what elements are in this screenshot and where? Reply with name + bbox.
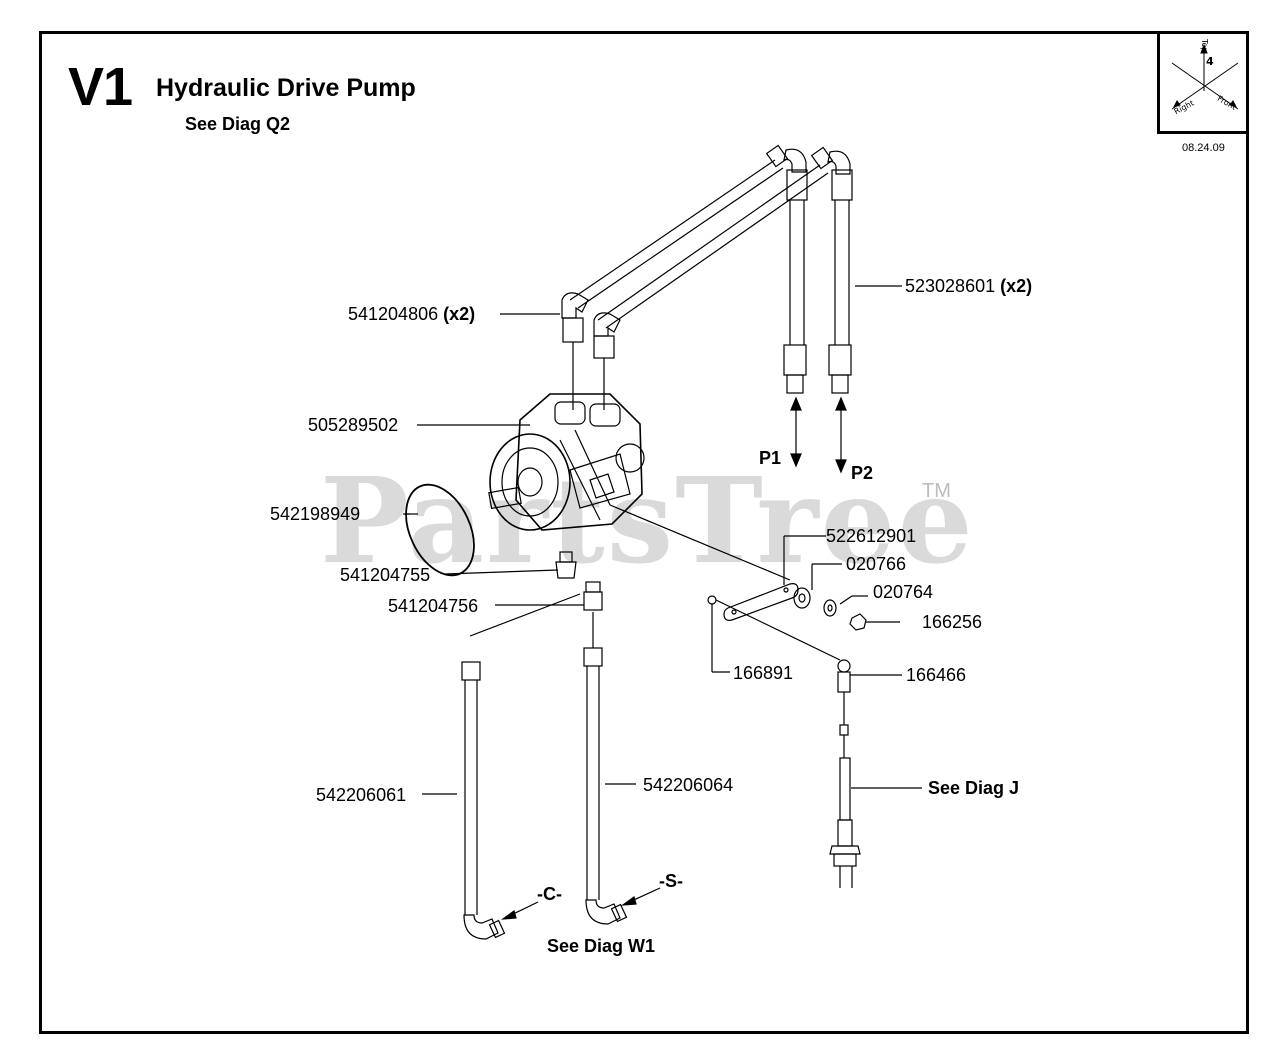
label-tube-s[interactable]: 542206064 bbox=[643, 775, 734, 795]
svg-text:4: 4 bbox=[1206, 55, 1214, 68]
pump-fitting-right bbox=[593, 312, 621, 410]
label-washer-a[interactable]: 020766 bbox=[846, 554, 907, 574]
label-bracket[interactable]: 522612901 bbox=[826, 526, 917, 546]
label-fitting-a[interactable]: 541204755 bbox=[340, 565, 431, 585]
label-ball-joint[interactable]: 166466 bbox=[906, 665, 967, 685]
pump-fitting-left bbox=[561, 292, 589, 410]
tube-s bbox=[583, 647, 628, 925]
control-cable bbox=[829, 692, 922, 888]
long-hose-right bbox=[597, 164, 829, 329]
label-nut[interactable]: 166256 bbox=[922, 612, 983, 632]
long-hose-left bbox=[569, 159, 784, 309]
label-fitting-top[interactable]: 541204806 (x2) bbox=[348, 304, 476, 324]
vertical-hose-p1 bbox=[783, 169, 808, 394]
label-washer-b[interactable]: 020764 bbox=[873, 582, 934, 602]
sheet-code: V1 bbox=[68, 57, 133, 117]
see-diag-j-link[interactable]: See Diag J bbox=[928, 778, 1020, 798]
p2-flow-arrow-icon bbox=[835, 396, 847, 474]
port-c-label: -C- bbox=[537, 884, 562, 904]
washer-small bbox=[823, 599, 837, 617]
label-hose-upper[interactable]: 523028601 (x2) bbox=[905, 276, 1033, 296]
sheet-title: Hydraulic Drive Pump bbox=[156, 74, 416, 102]
revision-date: 08.24.09 bbox=[1182, 142, 1225, 154]
control-bracket bbox=[723, 535, 826, 621]
s-port-arrow-icon bbox=[620, 887, 661, 906]
nut bbox=[849, 613, 867, 631]
label-tube-c[interactable]: 542206061 bbox=[316, 785, 407, 805]
port-s-label: -S- bbox=[659, 871, 683, 891]
compass-top-label: Top bbox=[1200, 38, 1209, 53]
lower-fitting-b bbox=[583, 581, 603, 648]
diagram-frame bbox=[39, 31, 1249, 1034]
orientation-compass: Top 4 Right Front bbox=[1157, 31, 1249, 134]
ball-joint bbox=[837, 659, 902, 693]
tube-c bbox=[461, 661, 506, 940]
washer-large bbox=[793, 587, 811, 609]
vertical-hose-p2 bbox=[828, 169, 853, 394]
hydraulic-pump-body bbox=[488, 393, 645, 531]
port-p2-label: P2 bbox=[851, 463, 874, 483]
lower-fitting-a bbox=[555, 551, 577, 579]
upper-elbow-left bbox=[765, 144, 807, 173]
label-pump[interactable]: 505289502 bbox=[308, 415, 399, 435]
c-port-arrow-icon bbox=[500, 901, 539, 920]
label-small-nut[interactable]: 166891 bbox=[733, 663, 794, 683]
label-oring[interactable]: 542198949 bbox=[270, 504, 361, 524]
compass-arrows-icon: Top 4 Right Front bbox=[1171, 38, 1239, 116]
small-nut bbox=[707, 595, 717, 605]
see-diag-w1-link[interactable]: See Diag W1 bbox=[547, 936, 656, 956]
watermark-trademark: TM bbox=[922, 480, 951, 502]
label-fitting-b[interactable]: 541204756 bbox=[388, 596, 479, 616]
port-p1-label: P1 bbox=[759, 448, 782, 468]
see-diag-q2-link[interactable]: See Diag Q2 bbox=[185, 114, 291, 134]
p1-flow-arrow-icon bbox=[790, 396, 802, 468]
upper-elbow-right bbox=[810, 146, 851, 175]
